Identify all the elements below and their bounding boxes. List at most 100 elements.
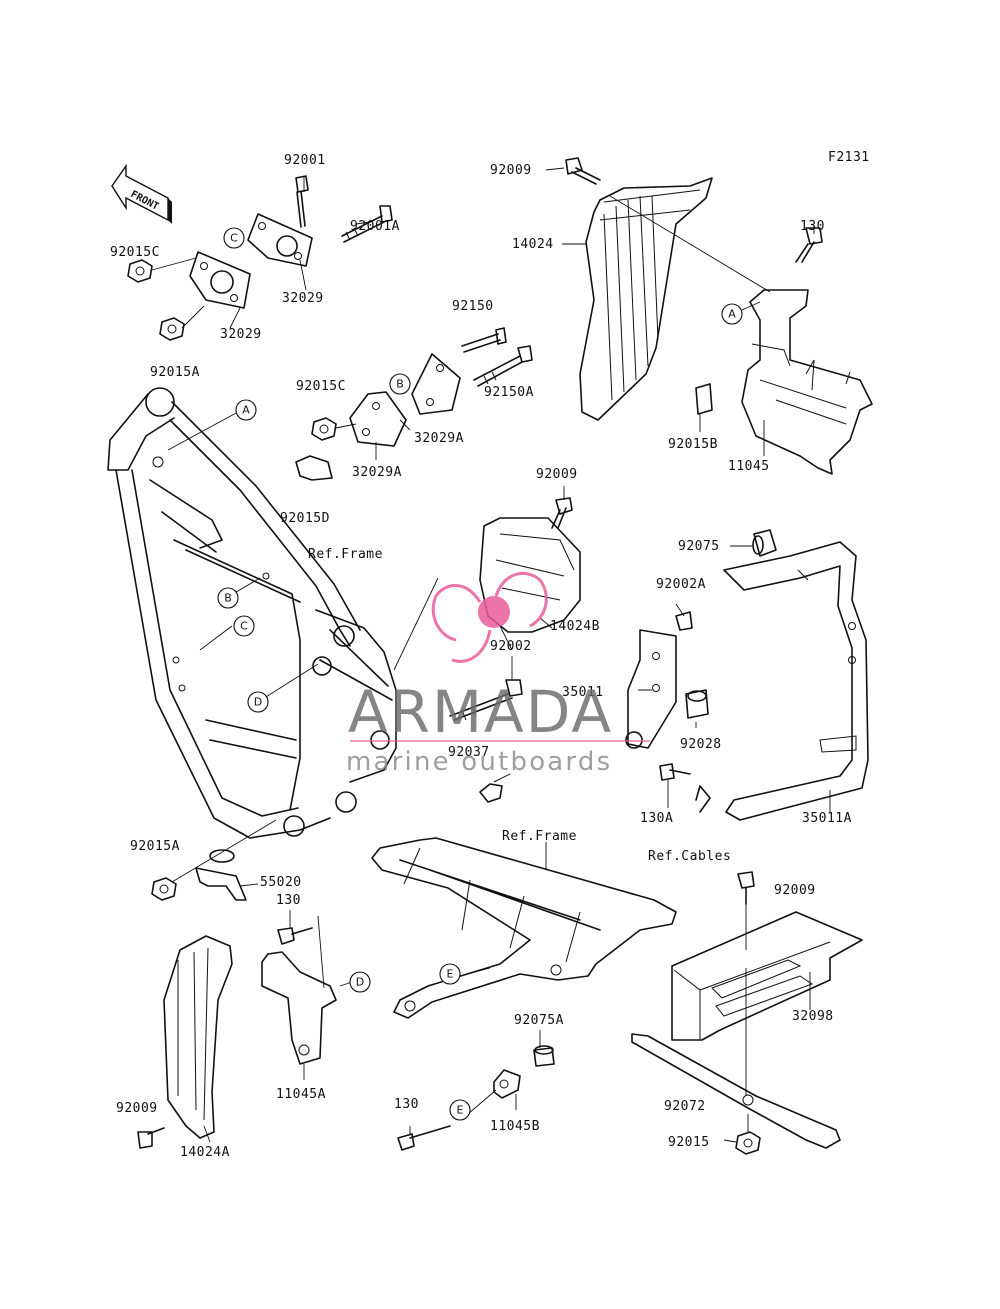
bolt-92001 — [295, 175, 309, 228]
label-130A: 130A — [640, 811, 673, 826]
label-92001: 92001 — [284, 153, 326, 168]
ref-cables: Ref.Cables — [648, 849, 731, 864]
label-32029A-a: 32029A — [414, 431, 464, 446]
label-92150: 92150 — [452, 299, 494, 314]
strap-92072 — [631, 1033, 841, 1149]
label-92015C-top: 92015C — [110, 245, 160, 260]
bolt-130-mid — [277, 927, 313, 945]
label-92009-mid: 92009 — [536, 467, 578, 482]
bracket-32029-lower — [189, 251, 251, 309]
label-92002: 92002 — [490, 639, 532, 654]
svg-text:B: B — [224, 592, 232, 605]
callout-D-frame: D — [247, 691, 269, 713]
clamp-92037 — [479, 773, 511, 803]
svg-text:E: E — [447, 968, 454, 981]
label-92002A: 92002A — [656, 577, 706, 592]
bolt-92009-right — [737, 871, 755, 905]
label-92028: 92028 — [680, 737, 722, 752]
bracket-35011 — [625, 629, 677, 749]
svg-text:E: E — [457, 1104, 464, 1117]
label-92001A: 92001A — [350, 219, 400, 234]
case-32098 — [671, 911, 863, 1041]
label-130-bot: 130 — [394, 1097, 419, 1112]
label-92009-top: 92009 — [490, 163, 532, 178]
guard-14024 — [579, 177, 713, 421]
bracket-11045B — [493, 1069, 521, 1099]
bracket-32029-upper — [247, 213, 313, 267]
label-32029A-b: 32029A — [352, 465, 402, 480]
label-92015C-mid: 92015C — [296, 379, 346, 394]
svg-text:B: B — [396, 378, 404, 391]
figure-code: F2131 — [828, 150, 870, 165]
bolt-130A — [659, 763, 691, 781]
label-92150A: 92150A — [484, 385, 534, 400]
label-130-top: 130 — [800, 219, 825, 234]
main-frame — [107, 387, 397, 839]
label-92015A-low: 92015A — [130, 839, 180, 854]
watermark: ARMADA marine outboards — [346, 571, 650, 777]
nut-92015C-top — [127, 259, 153, 283]
callout-A-right: A — [721, 303, 743, 325]
guard-14024A — [163, 935, 233, 1139]
label-35011: 35011 — [562, 685, 604, 700]
bolt-92150 — [461, 327, 507, 353]
callout-E-frame: E — [439, 963, 461, 985]
label-92037: 92037 — [448, 745, 490, 760]
label-92015: 92015 — [668, 1135, 710, 1150]
nut-92015C-mid — [311, 417, 337, 441]
bracket-55020 — [195, 849, 247, 901]
label-130-mid: 130 — [276, 893, 301, 908]
label-32029-b: 32029 — [220, 327, 262, 342]
front-arrow-icon: FRONT — [111, 163, 172, 224]
callout-A-top: A — [235, 399, 257, 421]
propeller-logo-icon — [431, 571, 548, 663]
label-32098: 32098 — [792, 1009, 834, 1024]
nut-92015A-low — [151, 877, 177, 901]
nut-92015D — [295, 455, 333, 481]
label-11045A: 11045A — [276, 1087, 326, 1102]
collar-92075 — [752, 529, 777, 557]
bracket-32029A-upper — [411, 353, 461, 415]
label-92015A-top: 92015A — [150, 365, 200, 380]
label-92072: 92072 — [664, 1099, 706, 1114]
label-14024A: 14024A — [180, 1145, 230, 1160]
bolt-130-top — [795, 227, 823, 263]
collar-92028 — [685, 689, 709, 719]
bolt-92002A — [675, 611, 693, 631]
bolt-92009-mid — [551, 497, 573, 529]
bolt-92009-bot-left — [137, 1127, 165, 1149]
label-92009-bot-left: 92009 — [116, 1101, 158, 1116]
collar-92075A — [533, 1045, 555, 1067]
callout-C-top: C — [223, 227, 245, 249]
svg-text:D: D — [356, 976, 364, 989]
label-14024B: 14024B — [550, 619, 600, 634]
callout-E-bottom: E — [449, 1099, 471, 1121]
clip-cables — [695, 785, 711, 813]
bolt-92001A — [341, 205, 393, 243]
label-11045B: 11045B — [490, 1119, 540, 1134]
label-92009-right: 92009 — [774, 883, 816, 898]
lower-frame — [371, 837, 677, 1019]
watermark-title: ARMADA — [348, 678, 613, 746]
bolt-130-bot — [397, 1125, 451, 1151]
bracket-11045A — [261, 951, 337, 1065]
label-92075A: 92075A — [514, 1013, 564, 1028]
nut-92015A-top — [159, 317, 185, 341]
clip-92015B — [695, 383, 713, 415]
callout-D-bottom: D — [349, 971, 371, 993]
bolt-92009-top — [565, 157, 601, 185]
label-55020: 55020 — [260, 875, 302, 890]
label-11045: 11045 — [728, 459, 770, 474]
label-92075: 92075 — [678, 539, 720, 554]
watermark-subtitle: marine outboards — [346, 747, 612, 777]
nut-92015 — [735, 1131, 761, 1155]
svg-text:A: A — [728, 308, 736, 321]
label-32029-a: 32029 — [282, 291, 324, 306]
frame-35011A — [723, 541, 869, 821]
bracket-32029A-lower — [349, 391, 407, 447]
ref-frame-bottom: Ref.Frame — [502, 829, 577, 844]
svg-text:C: C — [230, 232, 238, 245]
label-14024: 14024 — [512, 237, 554, 252]
callout-C-frame: C — [233, 615, 255, 637]
